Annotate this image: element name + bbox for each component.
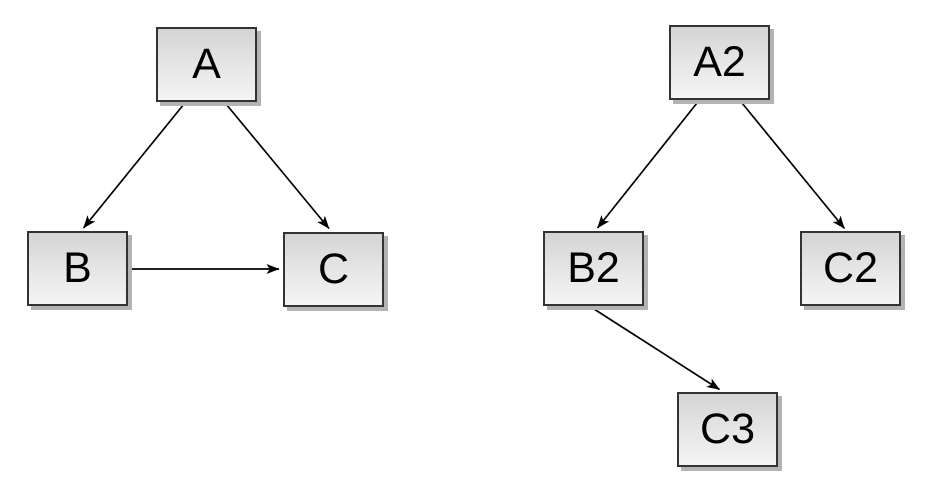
node-label-C2: C2	[823, 244, 878, 292]
node-label-A: A	[192, 40, 221, 88]
edge-B2-C3	[593, 308, 720, 391]
node-C3[interactable]: C3	[677, 392, 778, 467]
node-A[interactable]: A	[156, 27, 257, 102]
node-C[interactable]: C	[283, 232, 384, 307]
node-B[interactable]: B	[27, 231, 128, 306]
edge-A2-C2	[741, 102, 846, 230]
node-label-A2: A2	[693, 38, 746, 86]
node-label-B: B	[63, 244, 92, 292]
node-label-C3: C3	[700, 405, 755, 453]
node-label-B2: B2	[567, 244, 620, 292]
node-B2[interactable]: B2	[543, 231, 644, 306]
edge-A-C	[225, 103, 330, 230]
node-C2[interactable]: C2	[800, 231, 901, 306]
node-label-C: C	[317, 245, 350, 293]
node-A2[interactable]: A2	[669, 25, 770, 100]
edge-A-B	[82, 103, 185, 229]
edge-A2-B2	[596, 102, 698, 229]
